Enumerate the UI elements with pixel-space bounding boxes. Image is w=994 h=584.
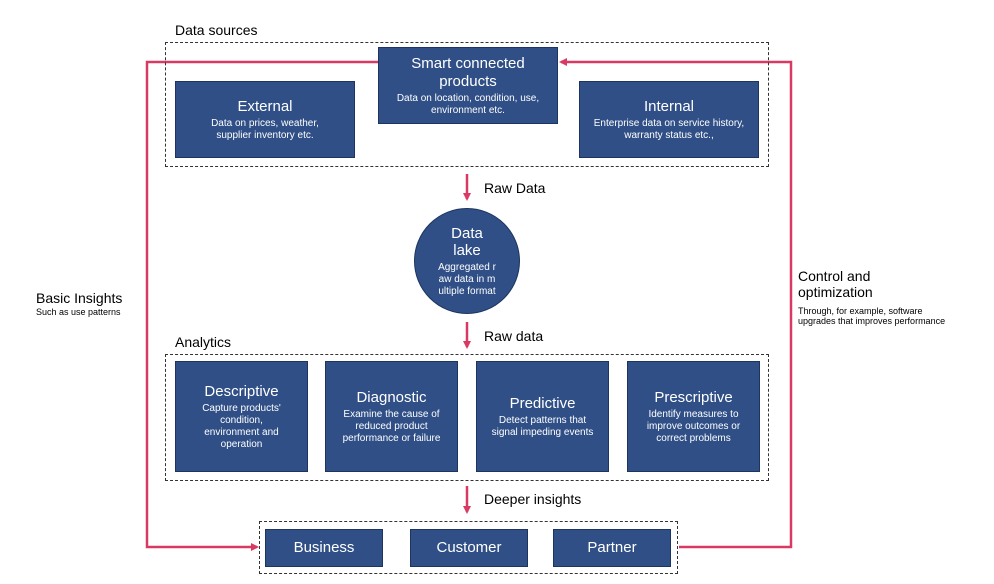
smart-connected-products-box: Smart connected products Data on locatio…: [378, 47, 558, 124]
basic-insights-title: Basic Insights: [36, 290, 123, 306]
output-1: Customer: [436, 539, 502, 556]
external-box: External Data on prices, weather, suppli…: [175, 81, 355, 158]
basic-insights-desc: Such as use patterns: [36, 307, 121, 317]
diagnostic-box: Diagnostic Examine the cause of reduced …: [325, 361, 458, 472]
raw-data-label: Raw Data: [484, 180, 546, 196]
internal-title: Internal: [643, 97, 695, 115]
analytics-desc-0: Capture products' condition, environment…: [202, 402, 281, 450]
control-optimization-loop: [559, 58, 793, 549]
analytics-desc-3: Identify measures to improve outcomes or…: [646, 408, 741, 444]
partner-box: Partner: [553, 529, 671, 567]
control-optimization-desc: Through, for example, software upgrades …: [798, 306, 946, 326]
descriptive-box: Descriptive Capture products' condition,…: [175, 361, 308, 472]
outputs-group: [259, 521, 678, 574]
analytics-title-0: Descriptive: [204, 382, 279, 400]
raw-data-label-2: Raw data: [484, 328, 544, 344]
predictive-box: Predictive Detect patterns that signal i…: [476, 361, 609, 472]
external-title: External: [237, 97, 293, 115]
control-optimization-title: Control and optimization: [798, 268, 873, 300]
basic-insights-loop: [145, 60, 378, 551]
external-desc: Data on prices, weather, supplier invent…: [211, 117, 319, 141]
analytics-title-1: Diagnostic: [356, 388, 427, 406]
prescriptive-box: Prescriptive Identify measures to improv…: [627, 361, 760, 472]
data-lake-title: Data lake: [451, 224, 483, 259]
business-box: Business: [265, 529, 383, 567]
analytics-title-2: Predictive: [509, 394, 576, 412]
data-lake-circle: Data lake Aggregated raw data in multipl…: [414, 208, 520, 314]
analytics-group: [165, 354, 769, 481]
analytics-desc-2: Detect patterns that signal impeding eve…: [491, 414, 594, 438]
data-lake-desc: Aggregated raw data in multiple format: [438, 261, 496, 297]
analytics-title: Analytics: [175, 334, 232, 350]
deeper-insights-label: Deeper insights: [484, 491, 582, 507]
internal-box: Internal Enterprise data on service hist…: [579, 81, 759, 158]
analytics-desc-1: Examine the cause of reduced product per…: [342, 408, 441, 444]
smart-title: Smart connected products: [411, 54, 525, 90]
data-sources-title: Data sources: [175, 22, 258, 38]
analytics-title-3: Prescriptive: [654, 388, 733, 406]
output-2: Partner: [587, 539, 637, 556]
output-0: Business: [293, 539, 355, 556]
data-sources-group: [165, 42, 769, 167]
internal-desc: Enterprise data on service history, warr…: [593, 117, 745, 141]
smart-desc: Data on location, condition, use, enviro…: [396, 92, 540, 116]
customer-box: Customer: [410, 529, 528, 567]
